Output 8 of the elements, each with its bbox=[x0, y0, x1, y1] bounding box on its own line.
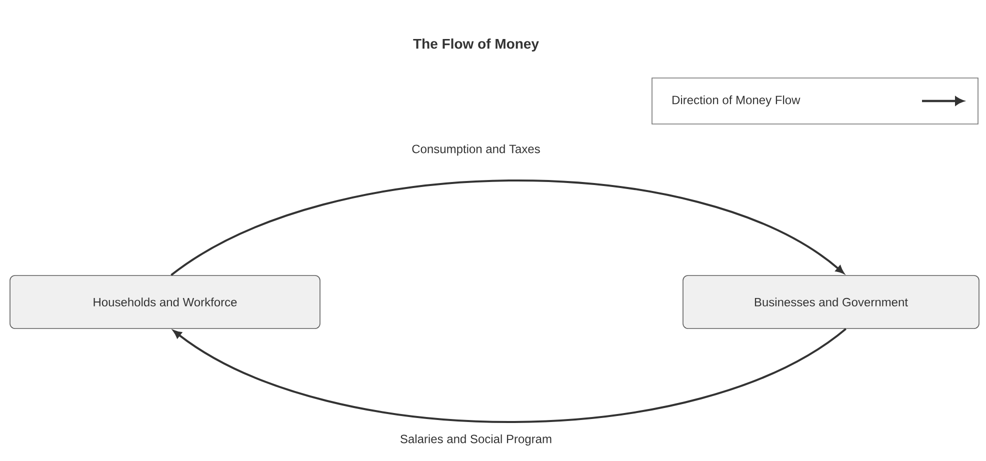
edge-label: Salaries and Social Program bbox=[398, 432, 554, 448]
arrow bbox=[173, 328, 846, 423]
process-box: Businesses and Government bbox=[682, 275, 980, 329]
arrow bbox=[170, 180, 844, 276]
legend-box: Direction of Money Flow bbox=[652, 78, 978, 124]
process-box: Households and Workforce bbox=[10, 275, 320, 329]
title: The Flow of Money bbox=[413, 38, 539, 52]
edge-label: Consumption and Taxes bbox=[410, 142, 542, 158]
